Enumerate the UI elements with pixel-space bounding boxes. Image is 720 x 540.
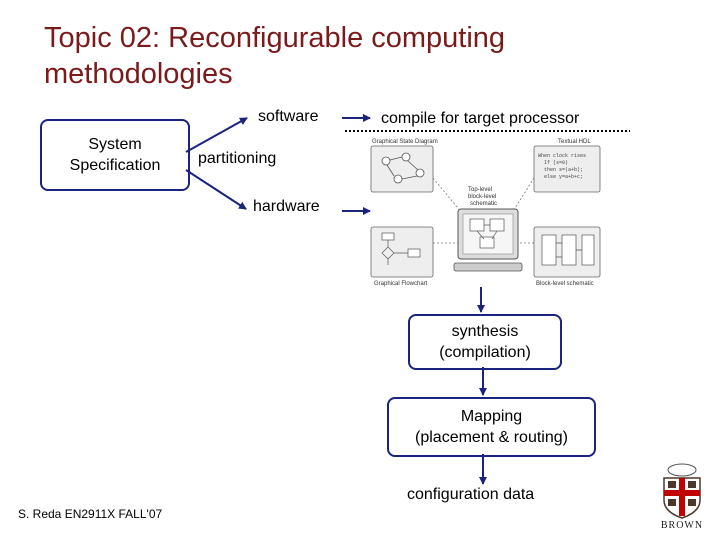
partition-arrows bbox=[185, 117, 248, 210]
brown-university-logo: BROWN bbox=[661, 463, 703, 530]
configuration-data-label: configuration data bbox=[407, 486, 535, 503]
arrow-to-hardware bbox=[185, 169, 247, 210]
textual-hdl-caption: Textual HDL bbox=[558, 139, 591, 145]
top-level-caption: Top-level bbox=[468, 187, 492, 193]
brown-wordmark: BROWN bbox=[661, 520, 703, 530]
compile-label: compile for target processor bbox=[381, 110, 580, 127]
state-diagram-caption: Graphical State Diagram bbox=[372, 139, 438, 145]
footer-credit: S. Reda EN2911X FALL'07 bbox=[18, 507, 163, 521]
arrow-to-software bbox=[185, 117, 248, 153]
system-specification-label: System Specification bbox=[69, 136, 161, 174]
block-schematic-caption: Block-level schematic bbox=[536, 281, 594, 287]
synthesis-box: synthesis (compilation) bbox=[408, 314, 562, 370]
mapping-box: Mapping (placement & routing) bbox=[387, 397, 596, 457]
design-entry-illustration: Graphical State Diagram Textual HDL When… bbox=[370, 139, 601, 287]
schematic-caption: schematic bbox=[470, 201, 497, 207]
software-label: software bbox=[258, 108, 319, 125]
crest-wreath bbox=[667, 463, 697, 477]
synthesis-label: synthesis (compilation) bbox=[439, 323, 531, 361]
keyboard bbox=[453, 262, 523, 272]
hdl-line: When clock rises bbox=[538, 153, 586, 159]
hdl-line: then s=(a+b); bbox=[544, 167, 583, 173]
hdl-line: else y=a+b+c; bbox=[544, 174, 583, 180]
flowchart-caption: Graphical Flowchart bbox=[374, 281, 428, 287]
block-level-caption: block-level bbox=[468, 194, 496, 200]
textual-hdl-panel bbox=[533, 145, 601, 193]
hdl-line: If (s=0) bbox=[544, 160, 568, 166]
hardware-label: hardware bbox=[253, 198, 320, 215]
page-title: Topic 02: Reconfigurable computing metho… bbox=[44, 22, 506, 90]
partitioning-label: partitioning bbox=[198, 150, 277, 167]
mapping-label: Mapping (placement & routing) bbox=[415, 408, 568, 446]
system-specification-box: System Specification bbox=[40, 119, 190, 191]
